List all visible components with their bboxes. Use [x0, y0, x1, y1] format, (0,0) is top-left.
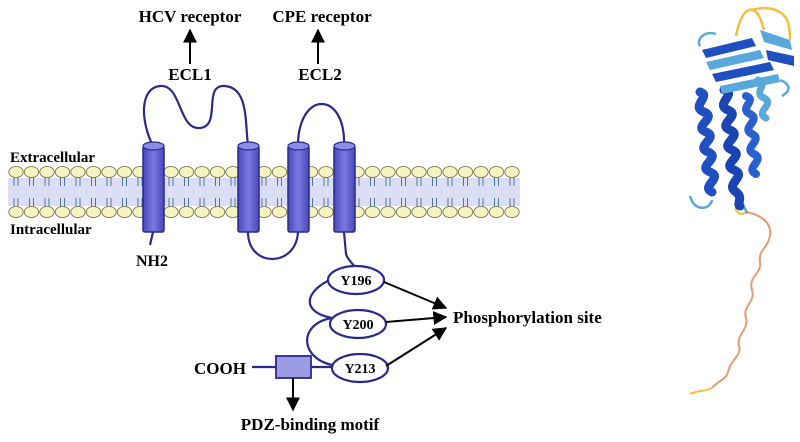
helix-tm1	[142, 141, 165, 233]
helix-tm4	[333, 141, 356, 233]
residue-y213-label: Y213	[344, 362, 375, 377]
extracellular-label: Extracellular	[10, 150, 95, 166]
y200-arrow	[385, 311, 448, 326]
lipid-bilayer	[8, 166, 520, 218]
pdz-motif-box	[275, 355, 312, 379]
top-loop-yellow	[734, 8, 766, 37]
ecl2-label: ECL2	[298, 65, 341, 84]
nh2-tail	[148, 231, 155, 246]
nh2-label: NH2	[136, 253, 168, 270]
ecl1-loop	[142, 84, 250, 147]
c-terminal-tail	[306, 231, 357, 368]
disordered-c-tail	[711, 211, 772, 389]
base-loop-yellow	[734, 207, 746, 216]
top-loop-yellow-2	[751, 6, 792, 41]
cooh-label: COOH	[194, 359, 246, 378]
helix-tm3	[287, 141, 310, 233]
pdz-motif-label: PDZ-binding motif	[241, 415, 380, 434]
residue-y200: Y200	[328, 308, 388, 340]
helix-bundle	[694, 76, 772, 211]
residue-y213: Y213	[330, 352, 390, 384]
y213-arrow	[385, 327, 448, 367]
helix-tm2	[237, 141, 260, 233]
transmembrane-helices	[142, 141, 356, 233]
lipid-heads	[8, 166, 520, 218]
phosphorylation-site-label: Phosphorylation site	[453, 308, 602, 327]
ecl2-loop	[296, 103, 346, 147]
top-loop-blue	[697, 31, 790, 98]
residue-y196-label: Y196	[340, 274, 371, 289]
membrane-core	[8, 178, 520, 206]
cpe-receptor-label: CPE receptor	[272, 7, 372, 26]
y196-arrow	[383, 281, 448, 310]
disordered-tail-end	[689, 387, 713, 395]
protein-chain	[142, 84, 357, 369]
residue-y196: Y196	[326, 264, 386, 296]
residue-y200-label: Y200	[342, 318, 373, 333]
protein-3d-structure	[688, 6, 794, 395]
hcv-receptor-label: HCV receptor	[139, 7, 242, 26]
intracellular-loop	[246, 231, 300, 260]
ecl1-label: ECL1	[168, 65, 211, 84]
arrows	[183, 28, 448, 412]
beta-sheet	[702, 30, 794, 94]
intracellular-label: Intracellular	[10, 222, 92, 238]
